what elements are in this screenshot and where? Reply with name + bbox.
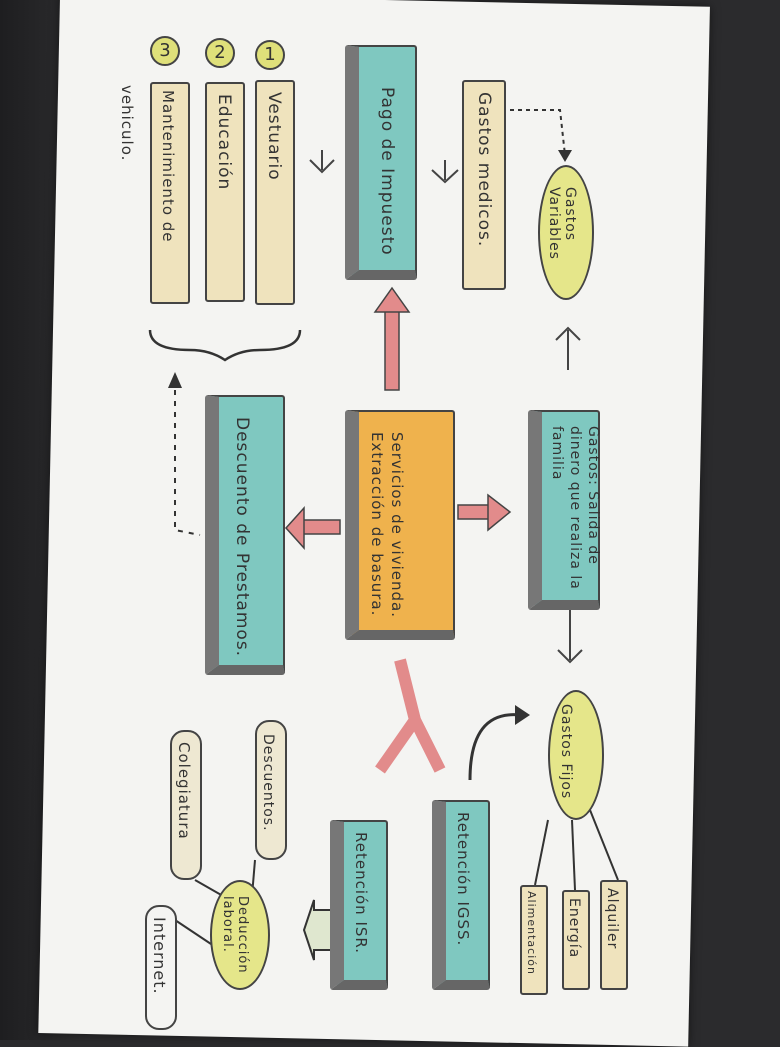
number-2-badge: 2 — [205, 38, 235, 68]
retencion-igss-box: Retención IGSS. — [432, 800, 490, 990]
number-1-badge: 1 — [255, 40, 285, 70]
colegiatura-pill: Colegiatura — [170, 730, 202, 880]
descuento-prestamos-label: Descuento de Prestamos. — [232, 417, 252, 658]
colegiatura-label: Colegiatura — [175, 742, 193, 840]
energia-box: Energía — [562, 890, 590, 990]
gastos-definition-label: Gastos: Salida de dinero que realiza la … — [549, 426, 601, 590]
energia-label: Energía — [566, 898, 582, 959]
descuentos-label: Descuentos. — [260, 734, 276, 832]
mantenimiento-box: Mantenimiento de — [150, 82, 190, 304]
number-3-badge: 3 — [150, 36, 180, 66]
descuento-prestamos-box: Descuento de Prestamos. — [205, 395, 285, 675]
alquiler-box: Alquiler — [600, 880, 628, 990]
educacion-box: Educación — [205, 82, 245, 302]
gastos-fijos-label: Gastos Fijos — [558, 704, 574, 800]
deduccion-oval: Deducción laboral. — [210, 880, 270, 990]
gastos-medicos-label: Gastos medicos. — [474, 92, 494, 248]
retencion-isr-box: Retención ISR. — [330, 820, 388, 990]
gastos-fijos-oval: Gastos Fijos — [548, 690, 604, 820]
mantenimiento-label: Mantenimiento de — [159, 90, 177, 243]
vestuario-box: Vestuario — [255, 80, 295, 305]
internet-label: Internet. — [150, 917, 169, 995]
vehiculo-label: vehiculo. — [118, 85, 136, 162]
gastos-variables-oval: Gastos Variables — [538, 165, 594, 300]
servicios-label: Servicios de vivienda. Extracción de bas… — [368, 432, 406, 618]
pago-impuesto-label: Pago de Impuesto — [377, 87, 397, 256]
gastos-medicos-box: Gastos medicos. — [462, 80, 506, 290]
gastos-definition-box: Gastos: Salida de dinero que realiza la … — [528, 410, 601, 610]
internet-pill: Internet. — [145, 905, 177, 1030]
retencion-igss-label: Retención IGSS. — [454, 812, 472, 947]
pago-impuesto-box: Pago de Impuesto — [345, 45, 417, 280]
gastos-variables-label: Gastos Variables — [546, 187, 578, 260]
alquiler-label: Alquiler — [604, 888, 620, 950]
deduccion-label: Deducción laboral. — [220, 896, 250, 974]
educacion-label: Educación — [214, 94, 234, 191]
alimentacion-box: Alimentación — [520, 885, 548, 995]
descuentos-pill: Descuentos. — [255, 720, 287, 860]
alimentacion-label: Alimentación — [525, 891, 538, 975]
servicios-box: Servicios de vivienda. Extracción de bas… — [345, 410, 455, 640]
vestuario-label: Vestuario — [264, 92, 284, 181]
retencion-isr-label: Retención ISR. — [352, 832, 370, 955]
